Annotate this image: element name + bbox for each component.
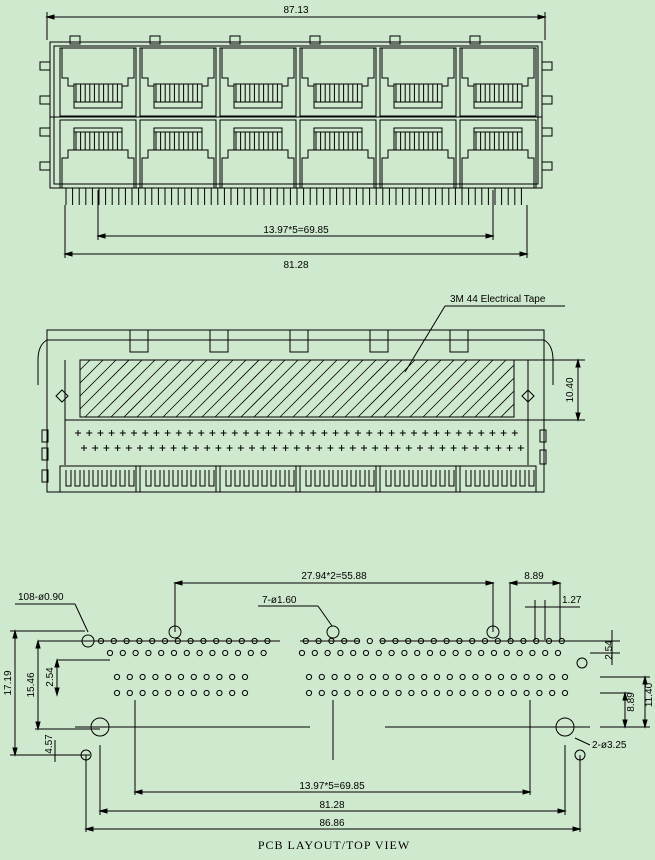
dim-1-27: 1.27	[562, 595, 582, 606]
dim-17-19: 17.19	[3, 670, 14, 695]
side-view-labels: 3M 44 Electrical Tape 10.40	[450, 294, 576, 403]
dim-81-28: 81.28	[319, 800, 344, 811]
pcb-layout-labels: 108-ø0.90 7-ø1.60 2-ø3.25 27.94*2=55.88 …	[3, 571, 655, 852]
post-hole-label: 2-ø3.25	[592, 740, 627, 751]
side-view	[37, 305, 585, 493]
dim-8-89-top: 8.89	[524, 571, 544, 582]
pcb-layout	[10, 580, 650, 832]
dim-8-89-right: 8.89	[626, 692, 637, 712]
dim-69-85: 13.97*5=69.85	[299, 781, 365, 792]
dim-86-86: 86.86	[319, 818, 344, 829]
dim-11-40: 11.40	[644, 682, 655, 707]
drawing-title: PCB LAYOUT/TOP VIEW	[258, 838, 410, 852]
dim-2-54-right: 2.54	[604, 640, 615, 660]
dim-overall-width: 87.13	[283, 5, 308, 16]
dim-15-46: 15.46	[26, 672, 37, 697]
mount-hole-label: 7-ø1.60	[262, 595, 297, 606]
dim-tape-height: 10.40	[565, 377, 576, 402]
front-view	[39, 12, 553, 258]
dim-4-57: 4.57	[44, 734, 55, 754]
front-view-labels: 87.13 13.97*5=69.85 81.28	[263, 5, 329, 271]
hole-count-label: 108-ø0.90	[18, 592, 64, 603]
dim-2-54-left: 2.54	[45, 667, 56, 687]
tape-label: 3M 44 Electrical Tape	[450, 294, 546, 305]
dim-port-pitch: 13.97*5=69.85	[263, 225, 329, 236]
dim-mount-pitch: 27.94*2=55.88	[301, 571, 367, 582]
dim-pin-span: 81.28	[283, 260, 308, 271]
